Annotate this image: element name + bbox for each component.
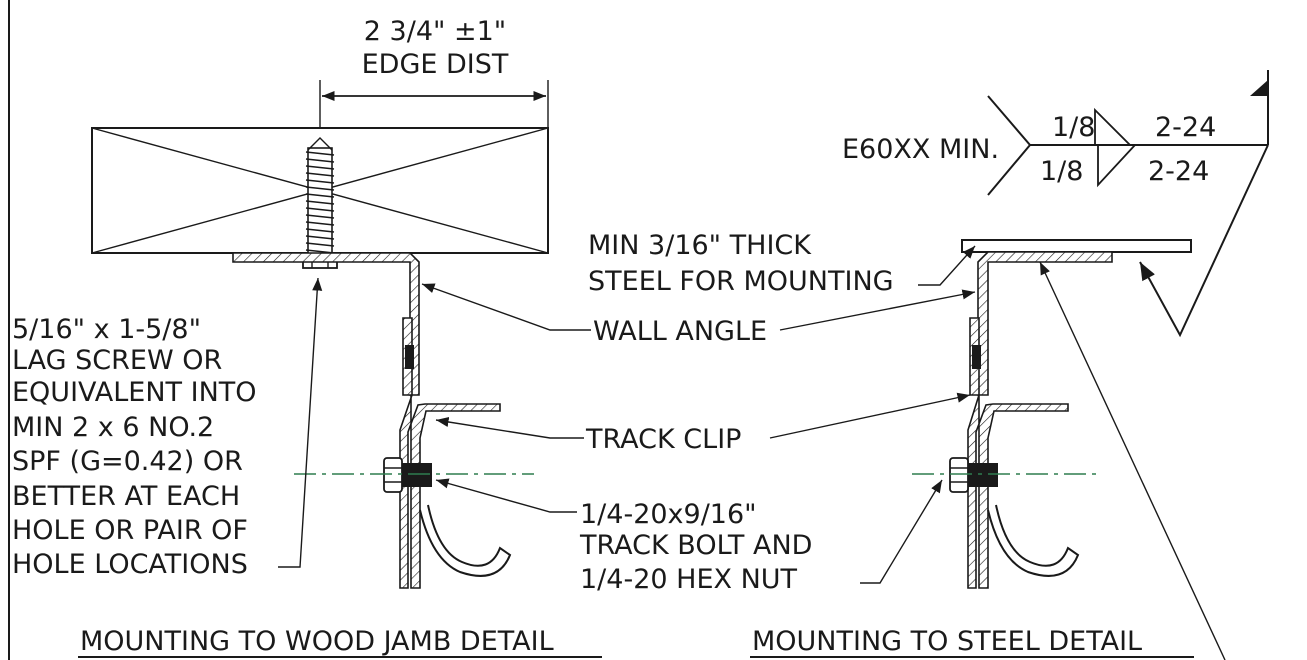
weld-arrow-line xyxy=(1139,144,1269,338)
lag-screw-note-line-3: EQUIVALENT INTO xyxy=(12,377,257,408)
screw-thread xyxy=(305,200,335,205)
steel-mounting-plate xyxy=(961,239,1192,253)
weld-top-length: 2-24 xyxy=(1155,112,1216,143)
wood-jamb-detail: 2 3/4" ±1" EDGE DIST xyxy=(12,16,602,658)
screw-thread xyxy=(305,172,335,177)
wood-jamb-detail-title: MOUNTING TO WOOD JAMB DETAIL xyxy=(80,626,554,657)
screw-thread xyxy=(305,221,335,226)
lag-screw-leader xyxy=(278,277,323,568)
screw-thread xyxy=(305,228,335,233)
steel-note-line-2: STEEL FOR MOUNTING xyxy=(588,266,894,297)
weld-top-size: 1/8 xyxy=(1052,112,1095,143)
track-clip-leader-left xyxy=(435,416,584,439)
weld-bottom-length: 2-24 xyxy=(1148,156,1209,187)
track-bolt-left xyxy=(383,457,432,493)
screw-thread xyxy=(305,165,335,170)
fillet-weld-top-icon xyxy=(1094,107,1133,146)
track-bolt-label-line-2: TRACK BOLT AND xyxy=(579,530,812,561)
steel-note-line-1: MIN 3/16" THICK xyxy=(588,230,812,261)
weld-bottom-size: 1/8 xyxy=(1040,156,1083,187)
screw-thread xyxy=(305,207,335,212)
track-bolt-label-line-3: 1/4-20 HEX NUT xyxy=(580,564,798,595)
lag-screw-note-line-2: LAG SCREW OR xyxy=(12,345,222,376)
steel-detail-title: MOUNTING TO STEEL DETAIL xyxy=(752,626,1142,657)
steel-note-leader xyxy=(918,245,976,286)
track-bolt-leader-left xyxy=(435,478,577,513)
shared-labels: WALL ANGLE TRACK CLIP 1/4-20x9/16" TRACK… xyxy=(579,316,812,595)
track-clip-leader-right xyxy=(769,392,971,439)
wall-angle-leader-left xyxy=(421,283,591,331)
track-hook-right xyxy=(987,504,1080,577)
track-bolt-right xyxy=(949,457,998,493)
bolt-block-right xyxy=(972,345,981,369)
screw-thread xyxy=(305,158,335,163)
track-clip-label: TRACK CLIP xyxy=(585,424,741,455)
screw-thread xyxy=(305,151,335,156)
wall-angle-right xyxy=(977,251,1113,396)
weld-tail xyxy=(987,95,1032,196)
steel-detail: MIN 3/16" THICK STEEL FOR MOUNTING E60XX… xyxy=(588,70,1269,660)
screw-thread xyxy=(305,193,335,198)
wall-angle-label: WALL ANGLE xyxy=(593,316,767,347)
lag-screw xyxy=(302,137,338,269)
weld-electrode-label: E60XX MIN. xyxy=(842,134,999,165)
lag-screw-note-line-7: HOLE OR PAIR OF xyxy=(12,515,248,546)
track-hook-left xyxy=(419,504,512,577)
lag-screw-note-line-8: HOLE LOCATIONS xyxy=(12,549,248,580)
wall-angle-left xyxy=(232,252,420,396)
lag-screw-note-line-5: SPF (G=0.42) OR xyxy=(12,446,243,477)
weld-symbol: E60XX MIN. 1/8 2-24 1/8 2-24 xyxy=(842,70,1269,338)
edge-dist-value: 2 3/4" ±1" xyxy=(364,16,506,47)
edge-dist-label: EDGE DIST xyxy=(362,49,509,80)
track-bolt-label-line-1: 1/4-20x9/16" xyxy=(580,499,757,530)
screw-thread xyxy=(305,235,335,240)
lag-screw-note-line-4: MIN 2 x 6 NO.2 xyxy=(12,412,214,443)
screw-thread xyxy=(305,179,335,184)
field-weld-flag-icon xyxy=(1250,80,1268,96)
fillet-weld-bottom-icon xyxy=(1097,144,1136,188)
screw-thread xyxy=(305,214,335,219)
lag-screw-note-line-1: 5/16" x 1-5/8" xyxy=(12,314,201,345)
bolt-block-left xyxy=(405,345,414,369)
track-bolt-leader-right xyxy=(860,479,943,584)
wall-angle-leader-right xyxy=(779,289,976,331)
lag-screw-note-line-6: BETTER AT EACH xyxy=(12,481,240,512)
screw-thread xyxy=(305,242,335,247)
weld-leader-to-plate xyxy=(1039,261,1226,660)
screw-thread xyxy=(305,186,335,191)
